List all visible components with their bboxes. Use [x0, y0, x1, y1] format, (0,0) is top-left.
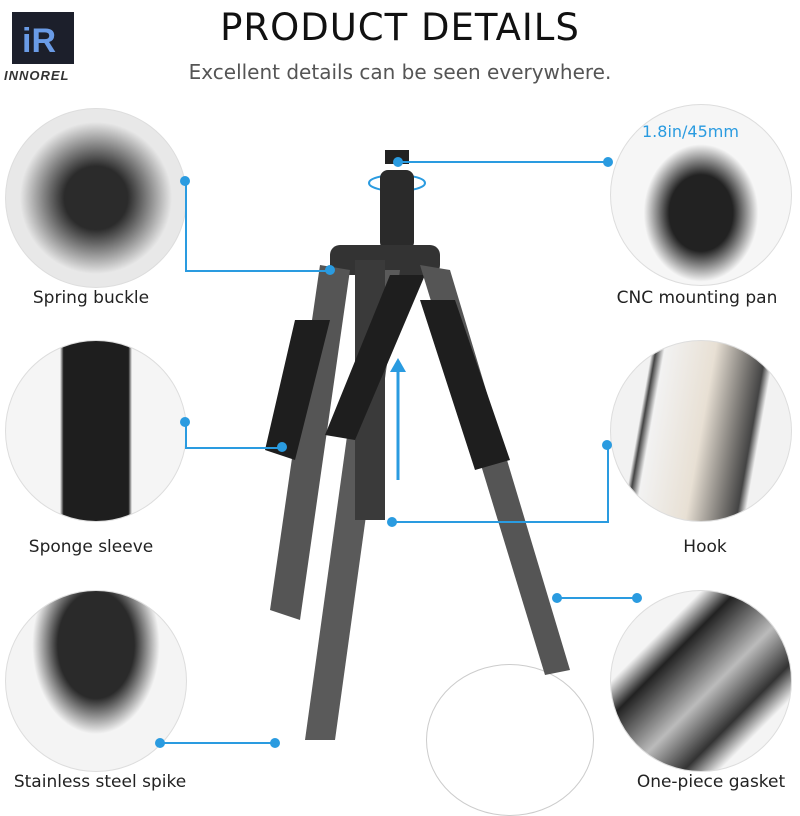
label-one-piece-gasket: One-piece gasket: [636, 772, 786, 792]
connector-line: [185, 270, 330, 272]
marker-dot: [325, 265, 335, 275]
marker-dot: [277, 442, 287, 452]
marker-dot: [270, 738, 280, 748]
connector-line: [185, 180, 187, 271]
connector-line: [185, 447, 282, 449]
marker-dot: [155, 738, 165, 748]
label-stainless-steel-spike: Stainless steel spike: [13, 772, 187, 792]
marker-dot: [602, 440, 612, 450]
marker-dot: [180, 176, 190, 186]
detail-gasket-image: [610, 590, 792, 772]
page-title: PRODUCT DETAILS: [220, 6, 580, 49]
connector-line: [398, 161, 608, 163]
connector-line: [607, 445, 609, 523]
detail-cnc-pan-image: [610, 104, 792, 286]
connector-line: [557, 597, 637, 599]
page-subtitle: Excellent details can be seen everywhere…: [188, 60, 612, 84]
detail-spring-buckle-image: [5, 108, 187, 288]
marker-dot: [632, 593, 642, 603]
connector-line: [160, 742, 275, 744]
logo-mark: iR: [22, 22, 56, 60]
marker-dot: [393, 157, 403, 167]
brand-logo: iR: [12, 12, 74, 64]
brand-name: INNOREL: [4, 68, 70, 83]
detail-sponge-sleeve-image: [5, 340, 187, 522]
tripod-image: [265, 150, 570, 740]
label-spring-buckle: Spring buckle: [32, 288, 150, 308]
label-sponge-sleeve: Sponge sleeve: [28, 537, 154, 557]
connector-line: [392, 521, 608, 523]
label-cnc-mounting-pan: CNC mounting pan: [616, 288, 778, 308]
marker-dot: [552, 593, 562, 603]
marker-dot: [180, 417, 190, 427]
dimension-label: 1.8in/45mm: [642, 122, 739, 141]
marker-dot: [603, 157, 613, 167]
marker-dot: [387, 517, 397, 527]
detail-hook-image: [610, 340, 792, 522]
label-hook: Hook: [683, 537, 727, 557]
connector-line: [185, 422, 187, 448]
